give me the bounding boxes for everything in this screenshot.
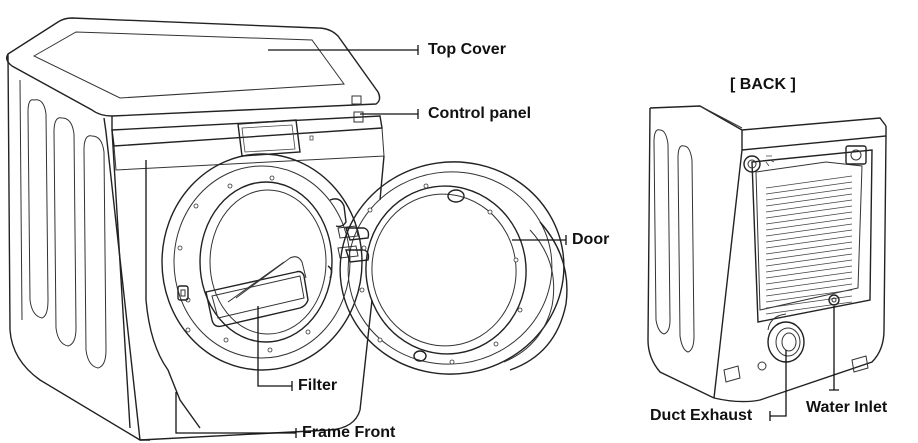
duct-exhaust-label: Duct Exhaust — [650, 407, 753, 424]
frame-front-label: Frame Front — [302, 424, 396, 441]
louver-slat — [765, 199, 853, 213]
louver-slat — [765, 277, 853, 291]
back-view-label: [ BACK ] — [730, 76, 796, 93]
louver-slat — [765, 235, 853, 249]
leader-lines — [175, 45, 839, 438]
water-inlet-label: Water Inlet — [806, 399, 888, 416]
top-cover-label: Top Cover — [428, 41, 506, 58]
louver-slat — [765, 223, 853, 237]
louver-slat — [765, 181, 853, 195]
louver-slat — [765, 175, 853, 189]
control-panel-label: Control panel — [428, 105, 532, 122]
louver-slat — [765, 187, 853, 201]
back-dryer — [647, 105, 887, 403]
door-label: Door — [572, 231, 610, 248]
louver-slat — [765, 205, 853, 219]
open-door — [339, 161, 568, 375]
louver-slat — [765, 271, 853, 285]
louver-slat — [765, 193, 853, 207]
front-dryer — [5, 17, 385, 441]
vent-louvers — [765, 175, 853, 315]
louver-slat — [765, 211, 853, 225]
louver-slat — [765, 241, 853, 255]
louver-slat — [765, 259, 853, 273]
louver-slat — [765, 265, 853, 279]
louver-slat — [765, 217, 853, 231]
louver-slat — [765, 247, 853, 261]
louver-slat — [765, 295, 853, 309]
louver-slat — [765, 229, 853, 243]
louver-slat — [765, 289, 853, 303]
filter-label: Filter — [298, 377, 338, 394]
louver-slat — [765, 283, 853, 297]
louver-slat — [765, 253, 853, 267]
